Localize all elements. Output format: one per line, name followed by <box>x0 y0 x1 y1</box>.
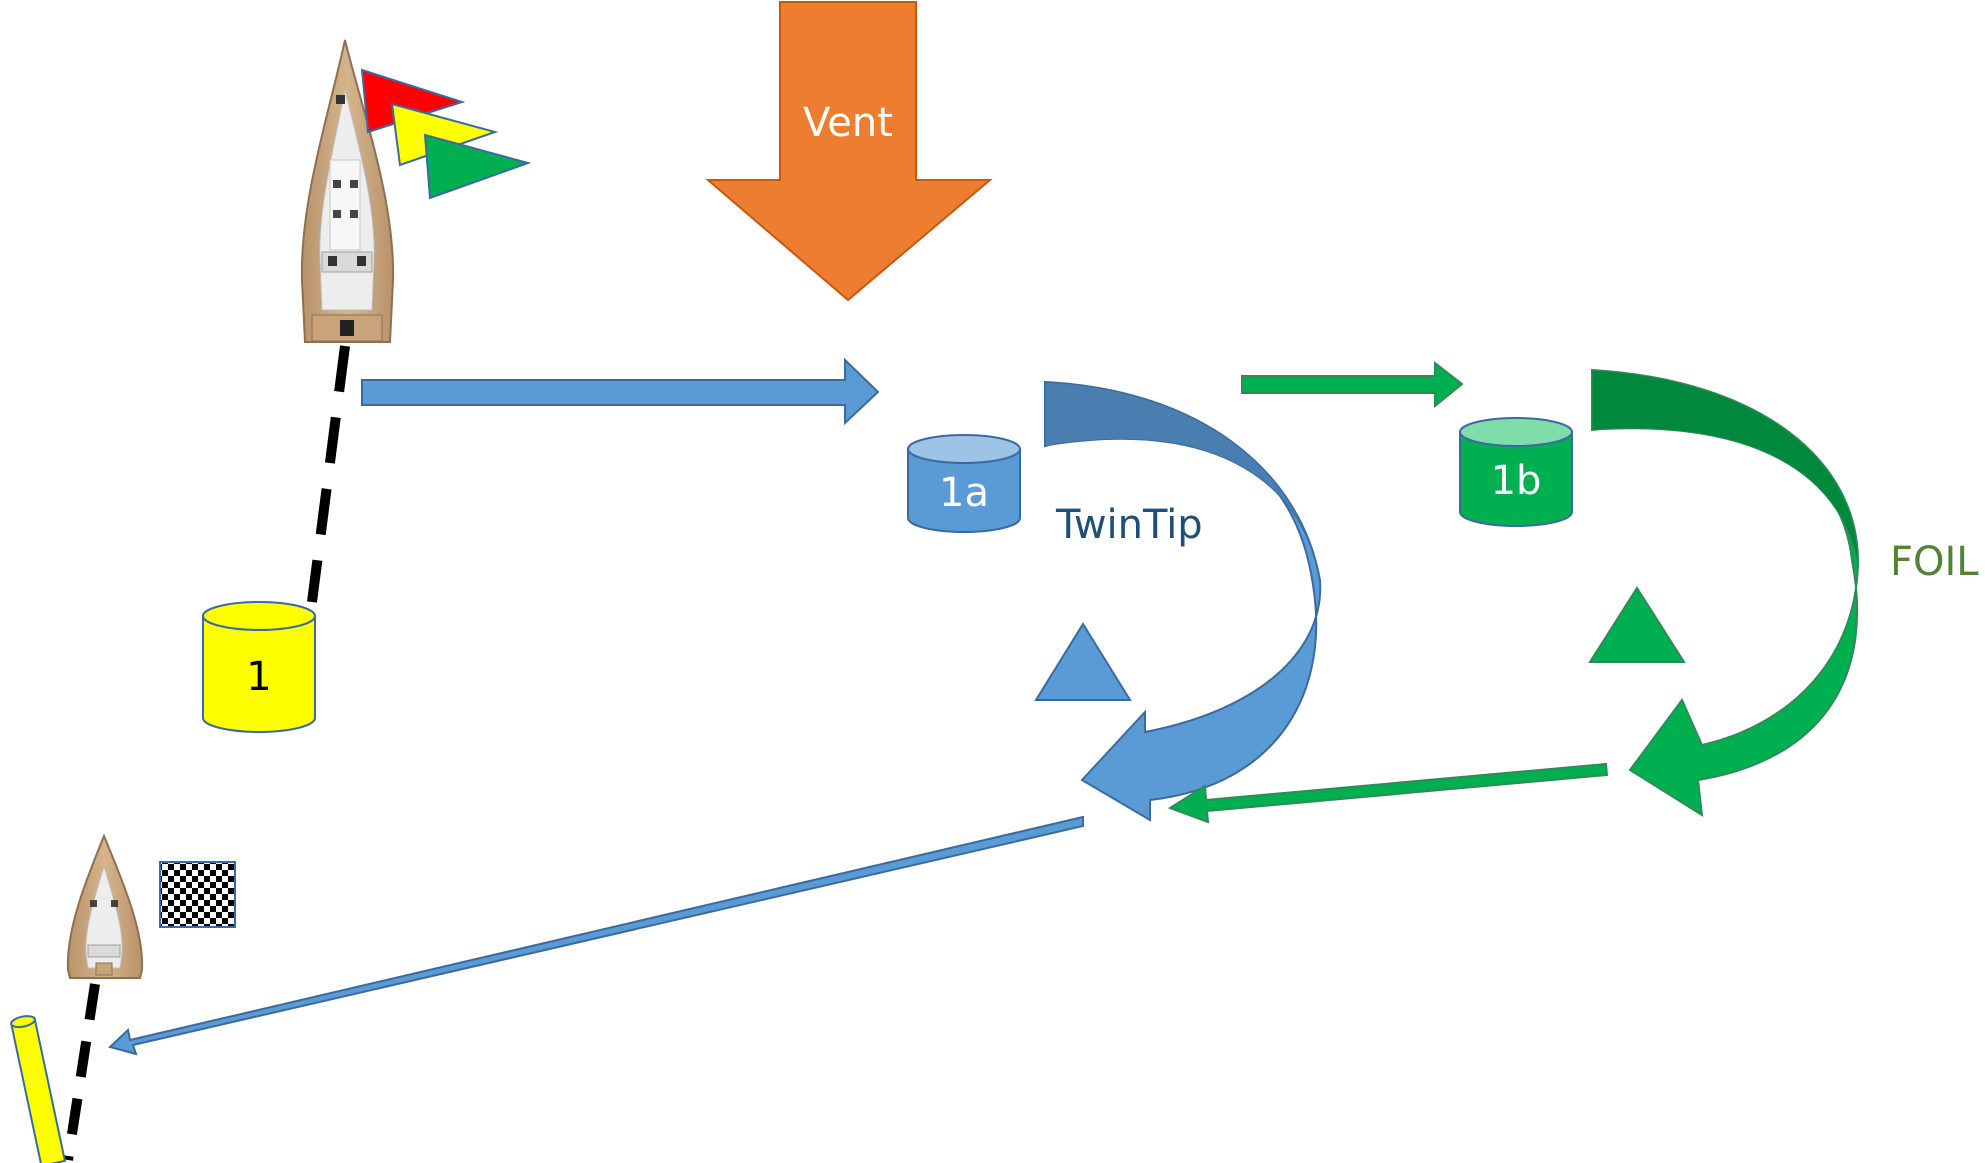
twintip-label: TwinTip <box>1055 502 1203 548</box>
checkered-flag-icon <box>159 861 236 928</box>
finish-line <box>63 983 100 1161</box>
twintip-rounding-arrow <box>1044 380 1322 822</box>
twintip-finish-leg-arrow <box>108 815 1084 1056</box>
foil-return-leg-arrow <box>1167 762 1609 824</box>
foil-start-leg-arrow <box>1241 360 1464 409</box>
foil-label: FOIL <box>1890 539 1979 585</box>
mark-1b-label: 1b <box>1491 458 1542 504</box>
wind-arrow: Vent <box>705 1 993 302</box>
foil-rounding-arrow <box>1591 368 1860 817</box>
wind-label: Vent <box>803 100 893 146</box>
start-line <box>307 345 350 603</box>
mark-1-buoy: 1 <box>202 601 316 733</box>
green-flag-icon <box>423 133 532 200</box>
committee-boat-icon <box>300 39 395 343</box>
foil-upwind-triangle <box>1588 586 1686 663</box>
finish-boat-icon <box>66 833 144 979</box>
mark-1b-buoy: 1b <box>1459 417 1573 527</box>
start-flags <box>360 68 532 200</box>
twintip-upwind-triangle <box>1034 622 1132 701</box>
twintip-start-leg-arrow <box>361 357 880 426</box>
mark-1-label: 1 <box>246 654 271 700</box>
mark-1a-buoy: 1a <box>907 434 1021 533</box>
mark-1a-label: 1a <box>939 470 989 516</box>
finish-pin-buoy <box>10 1015 67 1163</box>
